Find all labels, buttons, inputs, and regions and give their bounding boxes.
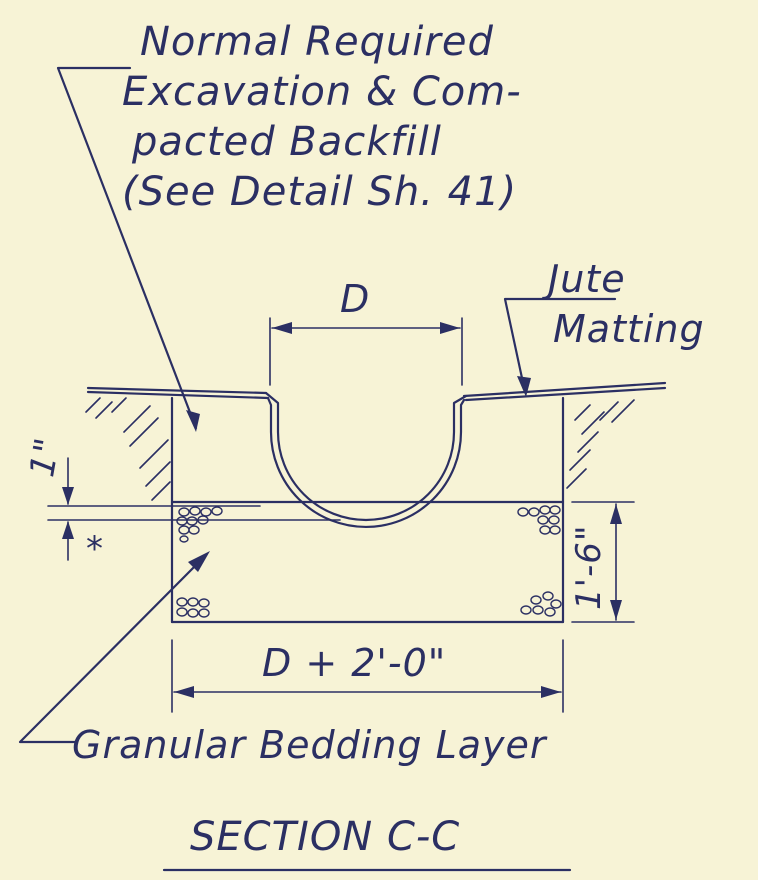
depth-dim-arrow-top xyxy=(610,504,622,524)
excavation-leader-arrow xyxy=(186,410,200,432)
pipe-dim-arrow-left xyxy=(272,322,292,334)
excavation-note-line-2: Excavation & Com- xyxy=(122,69,522,115)
trench-width-label: D + 2'-0" xyxy=(262,641,446,685)
bedding-leader-arrow xyxy=(188,551,210,572)
excavation-note-line-3: pacted Backfill xyxy=(131,119,442,165)
bedding-depth-label: 1'-6" xyxy=(569,524,609,610)
excavation-leader-line xyxy=(56,66,198,430)
pipe-dim-arrow-right xyxy=(440,322,460,334)
pipe-width-label: D xyxy=(340,277,370,321)
pipe-inner-wall xyxy=(266,396,466,529)
trench-dim-arrow-left xyxy=(174,686,194,698)
offset-dim-arrow-up xyxy=(62,521,74,539)
jute-note: Jute Matting xyxy=(541,257,705,351)
jute-note-line-2: Matting xyxy=(553,307,705,351)
offset-dim-arrow-down xyxy=(62,487,74,505)
jute-matting-left xyxy=(86,386,268,395)
excavation-note: Normal Required Excavation & Com- pacted… xyxy=(122,19,522,215)
excavation-note-line-4: (See Detail Sh. 41) xyxy=(122,169,517,215)
bedding-note: Granular Bedding Layer xyxy=(72,723,548,767)
bedding-leader-line xyxy=(18,553,208,744)
offset-dim-label: 1" xyxy=(22,434,68,480)
section-title: SECTION C-C xyxy=(190,814,460,860)
gravel-stipple xyxy=(176,505,562,618)
jute-note-line-1: Jute xyxy=(541,257,626,301)
excavation-note-line-1: Normal Required xyxy=(140,19,494,65)
trench-dim-arrow-right xyxy=(541,686,561,698)
earth-hatch-left xyxy=(85,397,171,501)
ground-line-right xyxy=(462,381,667,398)
offset-note-mark: * xyxy=(86,529,104,569)
jute-matting-right xyxy=(464,386,667,402)
pipe-outer-wall xyxy=(264,391,468,522)
depth-dim-arrow-bottom xyxy=(610,600,622,620)
jute-leader-line xyxy=(503,297,617,394)
ground-line-left xyxy=(86,390,270,400)
jute-leader-arrow xyxy=(517,376,531,397)
earth-hatch-right xyxy=(566,399,635,489)
